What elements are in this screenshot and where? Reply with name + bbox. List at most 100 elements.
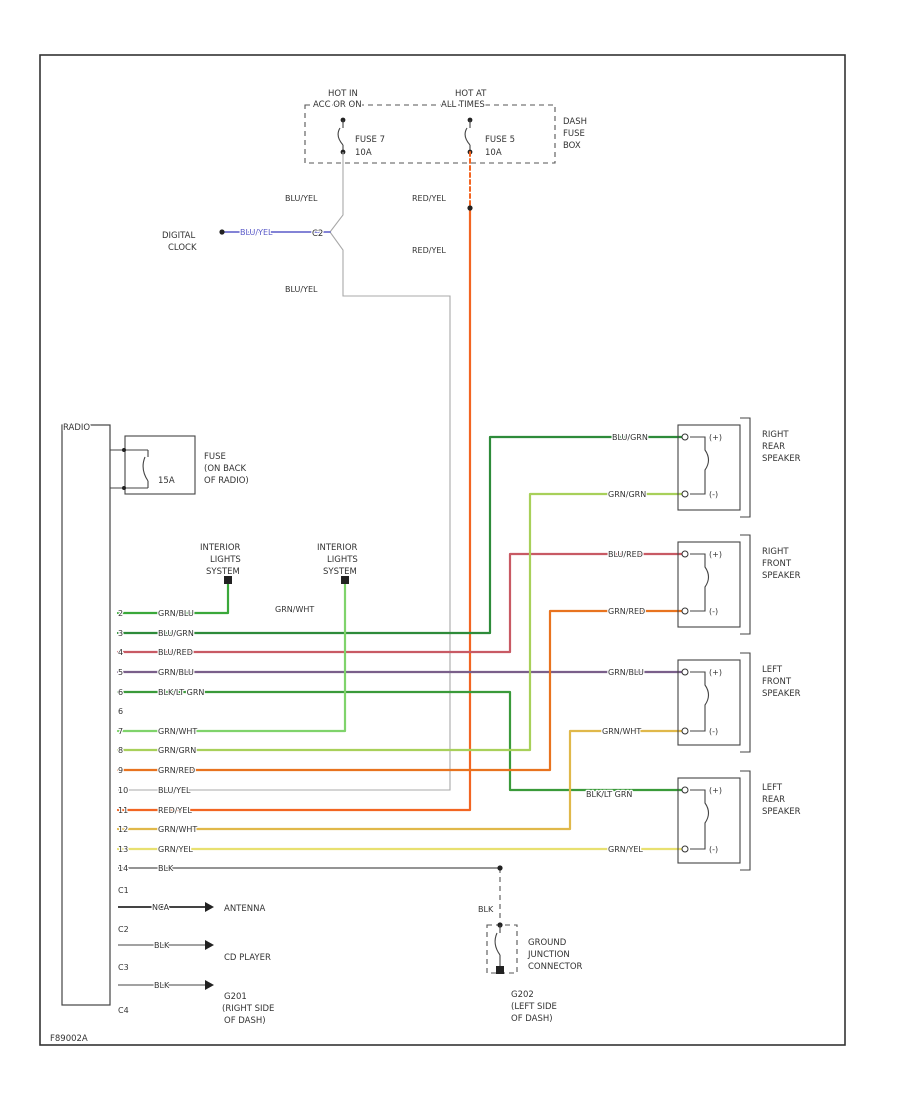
speaker-label-1: RIGHT bbox=[762, 547, 789, 557]
diagram-frame bbox=[39, 54, 846, 1046]
antenna-arrow-icon bbox=[205, 902, 214, 912]
dash-fuse-box-label-2: FUSE bbox=[563, 129, 585, 139]
interior-lights-label-1: INTERIOR bbox=[317, 543, 358, 553]
speaker-body bbox=[677, 659, 741, 746]
wire-label-clock: BLU/YEL bbox=[240, 228, 273, 237]
speaker-coil bbox=[690, 789, 710, 850]
ground-junction-label-2: JUNCTION bbox=[527, 950, 570, 960]
speaker-wire-pos: BLU/GRN bbox=[612, 433, 648, 442]
radio-pin-wire: BLU/YEL bbox=[158, 786, 191, 795]
g201-label-3: OF DASH) bbox=[224, 1016, 266, 1026]
speaker-pin-pos: (+) bbox=[709, 786, 722, 795]
dash-fuse-box-label-3: BOX bbox=[563, 141, 581, 151]
g201-arrow-icon bbox=[205, 980, 214, 990]
speaker-terminal bbox=[681, 727, 689, 735]
cd-player-arrow-icon bbox=[205, 940, 214, 950]
speaker-label-3: SPEAKER bbox=[762, 454, 801, 464]
hot-in-label: HOT IN bbox=[328, 89, 358, 99]
radio-pin-wire: BLU/GRN bbox=[158, 629, 194, 638]
speaker-label-1: RIGHT bbox=[762, 430, 789, 440]
radio-pin-number: 10 bbox=[118, 786, 128, 795]
ground-junction: BLK GROUND JUNCTION CONNECTOR G202 (LEFT… bbox=[477, 865, 584, 1025]
speaker-cone bbox=[740, 652, 751, 753]
cd-player-wire-label: BLK bbox=[154, 941, 170, 950]
dash-fuse-box-label-1: DASH bbox=[563, 117, 587, 127]
speaker-wire-pos: GRN/BLU bbox=[608, 668, 644, 677]
wire-labels: BLU/YEL BLU/YEL RED/YEL RED/YEL GRN/WHT … bbox=[239, 193, 448, 616]
interior-lights-label-1: INTERIOR bbox=[200, 543, 241, 553]
ground-junction-stud bbox=[496, 966, 504, 974]
radio-pin-number: 8 bbox=[118, 746, 123, 755]
cd-player-label: CD PLAYER bbox=[224, 953, 271, 963]
speaker-cone bbox=[740, 770, 751, 871]
radio-connectors: C1 NCA ANTENNA C2 BLK CD PLAYER C3 BLK G… bbox=[117, 885, 276, 1028]
radio-pin-wire: GRN/WHT bbox=[158, 727, 197, 736]
speaker-wire-neg: GRN/YEL bbox=[608, 845, 643, 854]
speaker-pin-pos: (+) bbox=[709, 433, 722, 442]
ground-wire-label: BLK bbox=[478, 905, 494, 914]
connector-c4-label: C4 bbox=[118, 1006, 129, 1015]
interior-lights-label-3: SYSTEM bbox=[323, 567, 357, 577]
radio-pin-number: 13 bbox=[118, 845, 128, 854]
speaker-terminal bbox=[681, 845, 689, 853]
radio-fuse-label-2: (ON BACK bbox=[204, 464, 246, 474]
fuse-7-element bbox=[337, 120, 344, 152]
interior-lights-label-3: SYSTEM bbox=[206, 567, 240, 577]
radio-body bbox=[61, 424, 111, 1006]
interior-lights-terminal bbox=[341, 576, 349, 584]
speaker-cone bbox=[740, 534, 751, 635]
wire-grn-blu-interior bbox=[116, 578, 230, 615]
g202-label-3: OF DASH) bbox=[511, 1014, 553, 1024]
interior-lights-label-2: LIGHTS bbox=[327, 555, 358, 565]
radio-pin-number: 4 bbox=[118, 648, 123, 657]
speaker-body bbox=[677, 541, 741, 628]
radio-pin-number: 11 bbox=[118, 806, 128, 815]
antenna-label: ANTENNA bbox=[224, 904, 265, 914]
radio-pin-wire: GRN/RED bbox=[158, 766, 195, 775]
radio-fuse-rating: 15A bbox=[158, 476, 175, 486]
speaker-wire-neg: GRN/RED bbox=[608, 607, 645, 616]
speaker-body bbox=[677, 777, 741, 864]
speaker-label-2: FRONT bbox=[762, 559, 792, 569]
ground-junction-element bbox=[494, 925, 501, 970]
interior-lights-terminal bbox=[224, 576, 232, 584]
speaker-wire-pos: BLK/LT GRN bbox=[586, 790, 632, 799]
hot-at-sub-label: ALL TIMES bbox=[441, 100, 485, 110]
connector-c1-label: C1 bbox=[118, 886, 129, 895]
speaker-terminal bbox=[681, 786, 689, 794]
speaker-pin-pos: (+) bbox=[709, 668, 722, 677]
speaker-right-front: (+) (-) RIGHT FRONT SPEAKER BLU/RED GRN/… bbox=[607, 534, 802, 635]
speaker-body bbox=[677, 424, 741, 511]
speaker-wire-neg: GRN/GRN bbox=[608, 490, 646, 499]
radio-pin-list: 2 GRN/BLU 3 BLU/GRN 4 BLU/RED 5 GRN/BLU … bbox=[117, 608, 206, 875]
fuse-7-rating: 10A bbox=[355, 148, 372, 158]
g202-label-2: (LEFT SIDE bbox=[511, 1002, 557, 1012]
speaker-coil bbox=[690, 671, 710, 732]
connector-c2-label: C2 bbox=[118, 925, 129, 934]
wire-blu-yel-power bbox=[118, 152, 451, 791]
radio-pin-wire: GRN/GRN bbox=[158, 746, 196, 755]
ground-junction-label-1: GROUND bbox=[528, 938, 567, 948]
wire-grn-red bbox=[116, 609, 687, 772]
footer-code: F89002A bbox=[50, 1034, 88, 1044]
ground-junction-box bbox=[486, 924, 518, 974]
speaker-pin-neg: (-) bbox=[709, 727, 718, 736]
speaker-wire-pos: BLU/RED bbox=[608, 550, 643, 559]
radio-fuse-element bbox=[110, 449, 149, 489]
wire-blk-lt-grn bbox=[116, 690, 687, 792]
ground-junction-label-3: CONNECTOR bbox=[528, 962, 583, 972]
radio-pin-wire: GRN/BLU bbox=[158, 609, 194, 618]
wire-red-yel bbox=[116, 206, 472, 812]
speaker-pin-neg: (-) bbox=[709, 845, 718, 854]
radio-pin-wire: BLK bbox=[158, 864, 174, 873]
radio-fuse-terminal-bottom bbox=[122, 486, 126, 490]
speaker-right-rear: (+) (-) RIGHT REAR SPEAKER BLU/GRN GRN/G… bbox=[607, 417, 802, 518]
radio: RADIO 15A FUSE (ON BACK OF RADIO) bbox=[61, 422, 250, 1006]
clock-label-2: CLOCK bbox=[168, 243, 197, 253]
wire-blu-red bbox=[116, 552, 687, 654]
speaker-pin-neg: (-) bbox=[709, 607, 718, 616]
speaker-terminal bbox=[681, 433, 689, 441]
speaker-terminal bbox=[681, 490, 689, 498]
radio-pin-number: 7 bbox=[118, 727, 123, 736]
